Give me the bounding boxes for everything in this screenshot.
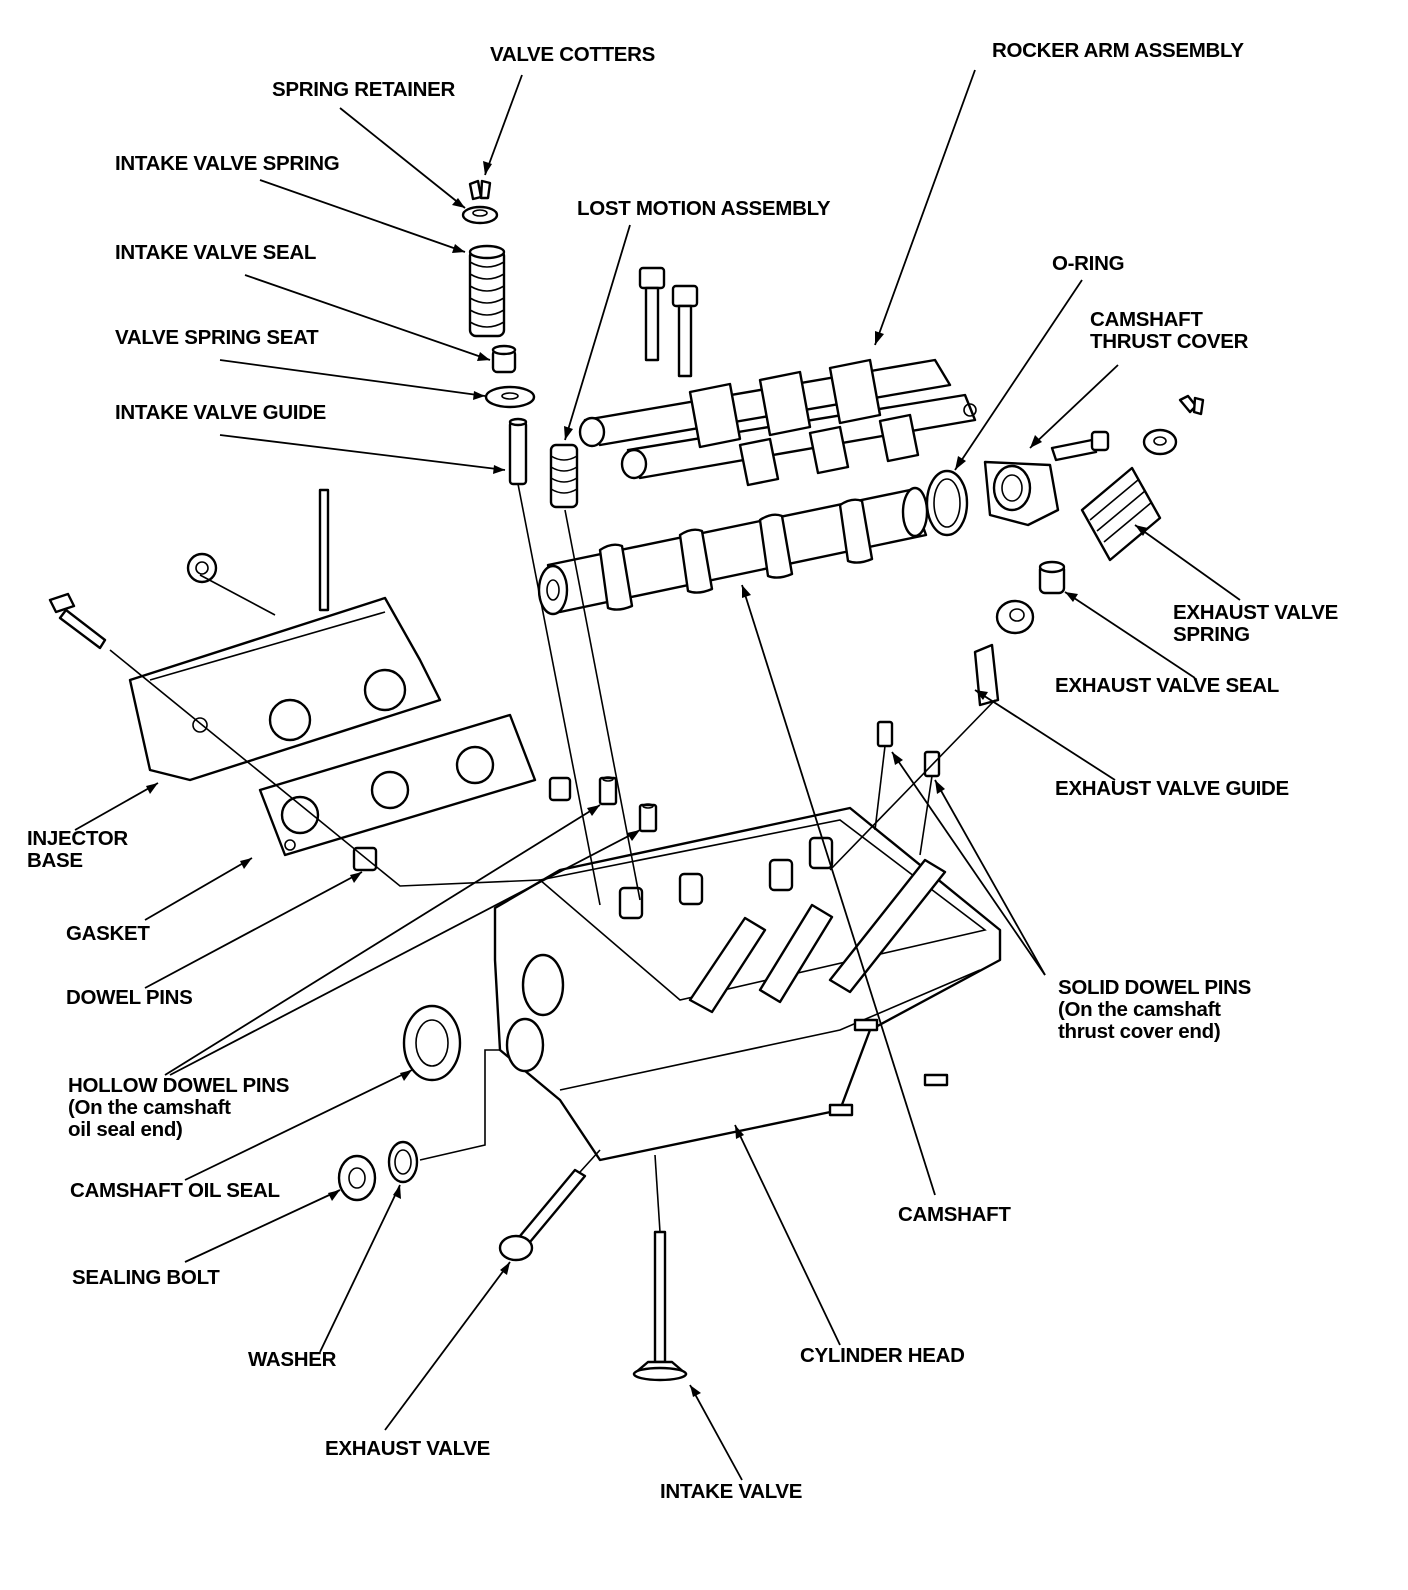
label-intake-valve-seal: INTAKE VALVE SEAL [115, 241, 317, 264]
label-spring-retainer: SPRING RETAINER [272, 78, 456, 101]
label-lost-motion-assembly: LOST MOTION ASSEMBLY [577, 197, 831, 220]
hollow-dowel-pins-part [598, 776, 658, 833]
label-solid-dowel-pins-line2: (On the camshaft [1058, 998, 1221, 1021]
label-gasket: GASKET [66, 922, 150, 945]
label-rocker-arm-assembly: ROCKER ARM ASSEMBLY [992, 39, 1244, 62]
label-valve-cotters: VALVE COTTERS [490, 43, 656, 66]
washer-part [387, 1140, 419, 1184]
intake-valve-spring-part [468, 244, 506, 338]
leader-lines [74, 69, 1241, 1481]
valve-spring-seat-part [484, 385, 536, 409]
label-washer: WASHER [248, 1348, 337, 1371]
label-solid-dowel-pins-line3: thrust cover end) [1058, 1020, 1221, 1043]
exhaust-spring-retainer-part [1142, 428, 1178, 456]
lost-motion-spring-part [549, 443, 579, 509]
label-hollow-dowel-pins-line1: HOLLOW DOWEL PINS [68, 1074, 290, 1097]
exhaust-valve-guide-part [973, 643, 1000, 707]
label-camshaft-thrust-cover-line1: CAMSHAFT [1090, 308, 1203, 331]
label-exhaust-valve: EXHAUST VALVE [325, 1437, 491, 1460]
solid-dowel-pins-part [876, 720, 941, 778]
label-injector-base-line1: INJECTOR [27, 827, 128, 850]
label-exhaust-valve-seal: EXHAUST VALVE SEAL [1055, 674, 1279, 697]
label-camshaft: CAMSHAFT [898, 1203, 1011, 1226]
label-camshaft-oil-seal: CAMSHAFT OIL SEAL [70, 1179, 280, 1202]
label-sealing-bolt: SEALING BOLT [72, 1266, 220, 1289]
label-solid-dowel-pins-line1: SOLID DOWEL PINS [1058, 976, 1252, 999]
exhaust-cotters-part [1178, 394, 1205, 416]
intake-valve-guide-part [508, 417, 528, 486]
o-ring-part [925, 469, 969, 537]
label-exhaust-valve-spring-line2: SPRING [1173, 623, 1250, 646]
camshaft-part [537, 486, 929, 616]
exhaust-valve-seal-part [1038, 560, 1066, 595]
label-cylinder-head: CYLINDER HEAD [800, 1344, 965, 1367]
rocker-arm-assembly-part [578, 358, 977, 487]
camshaft-thrust-cover-part [983, 430, 1110, 527]
intake-valve-part [632, 1230, 688, 1382]
injector-base-part [48, 488, 442, 782]
label-hollow-dowel-pins-line3: oil seal end) [68, 1118, 183, 1141]
cylinder-head-part [493, 806, 1002, 1162]
exhaust-valve-spring-seat-part [995, 599, 1035, 635]
rocker-bolts-part [638, 266, 699, 378]
exhaust-valve-part [498, 1168, 587, 1262]
label-exhaust-valve-spring: EXHAUST VALVE SPRING [1173, 602, 1338, 646]
camshaft-oil-seal-part [402, 1004, 462, 1082]
label-intake-valve-guide: INTAKE VALVE GUIDE [115, 401, 327, 424]
label-intake-valve-spring: INTAKE VALVE SPRING [115, 152, 340, 175]
sealing-bolt-part [337, 1154, 377, 1202]
exhaust-valve-spring-part [1080, 466, 1162, 562]
label-o-ring: O-RING [1052, 252, 1125, 275]
label-dowel-pins: DOWEL PINS [66, 986, 193, 1009]
valve-cotters-part [468, 179, 492, 201]
label-exhaust-valve-spring-line1: EXHAUST VALVE [1173, 601, 1339, 624]
label-camshaft-thrust-cover: CAMSHAFT THRUST COVER [1090, 309, 1248, 353]
label-intake-valve: INTAKE VALVE [660, 1480, 803, 1503]
label-injector-base-line2: BASE [27, 849, 83, 872]
label-camshaft-thrust-cover-line2: THRUST COVER [1090, 330, 1249, 353]
label-hollow-dowel-pins: HOLLOW DOWEL PINS (On the camshaft oil s… [68, 1075, 289, 1141]
label-exhaust-valve-guide: EXHAUST VALVE GUIDE [1055, 777, 1289, 800]
intake-valve-seal-part [491, 344, 517, 374]
gasket-part [258, 713, 537, 857]
spring-retainer-part [461, 205, 499, 225]
label-hollow-dowel-pins-line2: (On the camshaft [68, 1096, 231, 1119]
label-solid-dowel-pins: SOLID DOWEL PINS (On the camshaft thrust… [1058, 977, 1251, 1043]
label-injector-base: INJECTOR BASE [27, 828, 128, 872]
label-valve-spring-seat: VALVE SPRING SEAT [115, 326, 319, 349]
